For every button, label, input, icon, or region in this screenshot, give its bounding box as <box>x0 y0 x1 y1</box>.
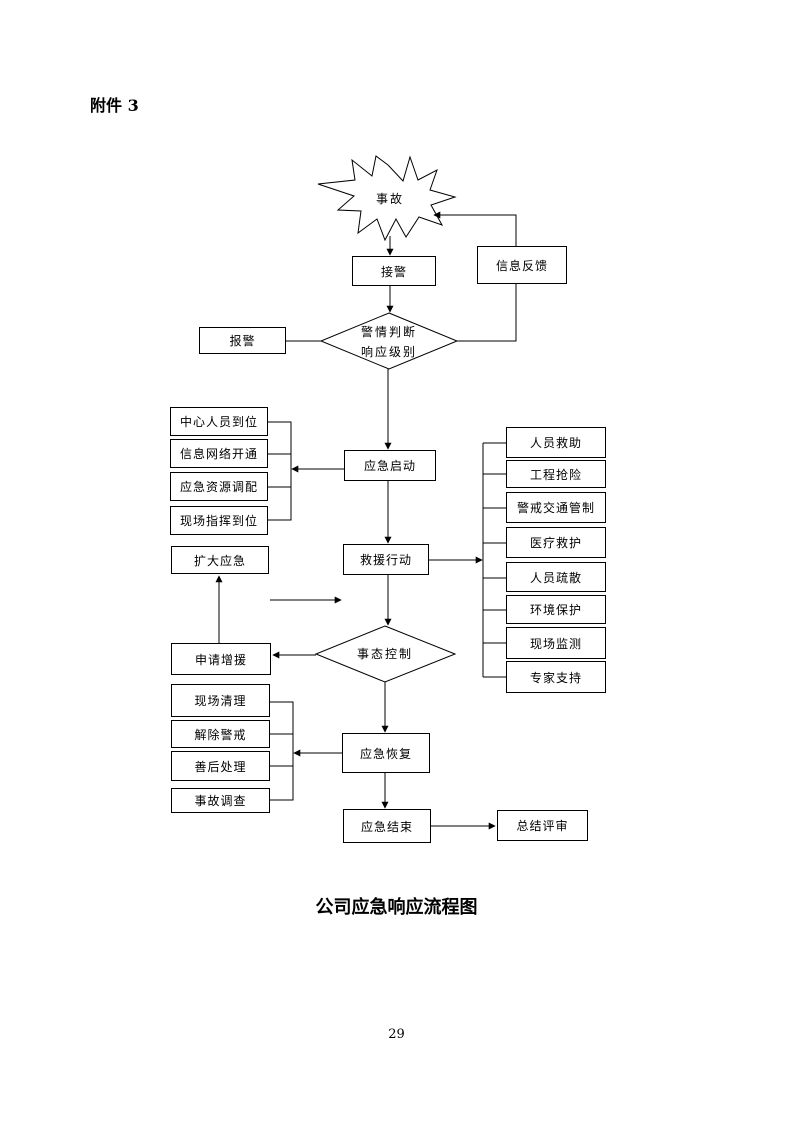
start-item-1: 中心人员到位 <box>170 407 268 436</box>
rescue-action-box: 救援行动 <box>343 544 429 575</box>
action-item-2: 工程抢险 <box>506 460 606 488</box>
recovery-item-2: 解除警戒 <box>171 720 270 748</box>
summary-review-box: 总结评审 <box>497 810 588 841</box>
attachment-label: 附件 3 <box>90 96 139 115</box>
emergency-recovery-box: 应急恢复 <box>342 733 430 773</box>
judge-label-line2: 响应级别 <box>360 345 417 359</box>
start-item-2: 信息网络开通 <box>170 439 268 468</box>
page-number: 29 <box>388 1027 405 1042</box>
emergency-end-box: 应急结束 <box>343 809 431 843</box>
action-item-7: 现场监测 <box>506 627 606 659</box>
action-item-1: 人员救助 <box>506 427 606 458</box>
action-item-6: 环境保护 <box>506 595 606 624</box>
judge-label-line1: 警情判断 <box>360 325 417 339</box>
recovery-item-3: 善后处理 <box>171 751 270 781</box>
apply-support-box: 申请增援 <box>171 643 271 675</box>
accident-starburst <box>317 155 457 242</box>
expand-emergency-box: 扩大应急 <box>171 546 269 574</box>
recovery-item-4: 事故调查 <box>171 788 270 813</box>
report-alarm-box: 报警 <box>199 327 286 354</box>
action-item-8: 专家支持 <box>506 661 606 693</box>
start-item-3: 应急资源调配 <box>170 472 268 501</box>
accident-label: 事故 <box>375 192 404 206</box>
action-item-3: 警戒交通管制 <box>506 492 606 523</box>
receive-alarm-box: 接警 <box>352 256 436 286</box>
state-control-label: 事态控制 <box>356 647 413 661</box>
info-feedback-box: 信息反馈 <box>477 246 567 284</box>
action-item-4: 医疗救护 <box>506 527 606 558</box>
start-item-4: 现场指挥到位 <box>170 506 268 535</box>
figure-caption: 公司应急响应流程图 <box>315 897 478 918</box>
alarm-judge-diamond <box>319 312 459 370</box>
action-item-5: 人员疏散 <box>506 562 606 592</box>
emergency-start-box: 应急启动 <box>344 450 436 481</box>
recovery-item-1: 现场清理 <box>171 684 270 717</box>
